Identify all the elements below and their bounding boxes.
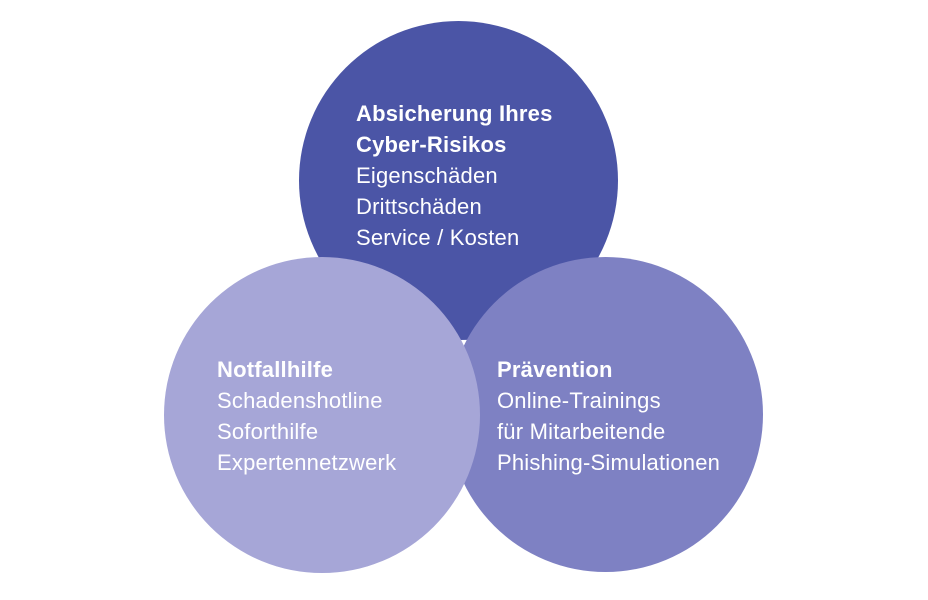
label-notfallhilfe: Notfallhilfe Schadenshotline Soforthilfe…	[217, 354, 396, 478]
circle-item: Schadenshotline	[217, 388, 383, 413]
circle-item: Online-Trainings	[497, 388, 661, 413]
circle-title-line: Absicherung Ihres	[356, 101, 553, 126]
label-praevention: Prävention Online-Trainings für Mitarbei…	[497, 354, 720, 478]
circle-title-line: Cyber-Risikos	[356, 132, 507, 157]
circle-item: für Mitarbeitende	[497, 419, 666, 444]
circle-item: Service / Kosten	[356, 225, 520, 250]
circle-item: Drittschäden	[356, 194, 482, 219]
circle-item: Phishing-Simulationen	[497, 450, 721, 475]
circle-title-line: Notfallhilfe	[217, 357, 334, 382]
circle-item: Soforthilfe	[217, 419, 319, 444]
circle-praevention	[448, 257, 763, 572]
label-absicherung: Absicherung Ihres Cyber-Risikos Eigensch…	[356, 98, 553, 253]
circle-item: Expertennetzwerk	[217, 450, 397, 475]
circle-title-line: Prävention	[497, 357, 613, 382]
circle-notfallhilfe	[164, 257, 480, 573]
circle-item: Eigenschäden	[356, 163, 498, 188]
